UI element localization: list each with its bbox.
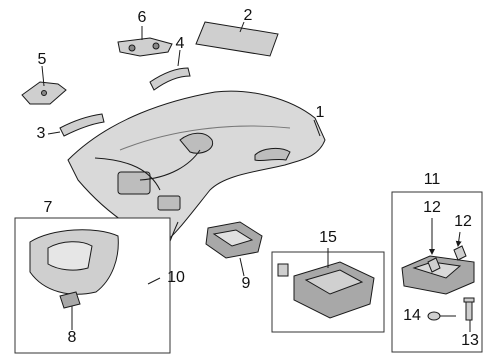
headliner-part: [67, 90, 326, 243]
grip-bracket-part: [21, 81, 67, 105]
callout-13: 13: [461, 332, 479, 349]
callout-5: 5: [37, 51, 47, 68]
roof-bracket-part: [117, 37, 173, 57]
callout-12-right: 12: [454, 213, 472, 230]
sunvisor-part: [29, 229, 119, 295]
lamp-clip-left-part: [427, 257, 441, 273]
callout-2: 2: [243, 7, 253, 24]
leader-lines: [41, 21, 471, 332]
callout-8: 8: [67, 329, 77, 346]
assist-grip-right-part: [149, 67, 191, 91]
callout-6: 6: [137, 9, 147, 26]
lamp-clip-right-part: [453, 245, 467, 261]
visor-holder-part: [59, 291, 81, 309]
overhead-console-part: [277, 261, 375, 319]
room-lamp-part: [205, 221, 263, 259]
callout-11: 11: [423, 171, 441, 188]
sound-pad-part: [195, 21, 279, 57]
assist-grip-left-part: [59, 113, 105, 137]
callout-14: 14: [403, 307, 421, 324]
callout-1: 1: [315, 104, 325, 121]
callout-7: 7: [43, 199, 53, 216]
callout-4: 4: [175, 35, 185, 52]
callout-3: 3: [36, 125, 46, 142]
callout-10: 10: [167, 269, 185, 286]
callout-9: 9: [241, 275, 251, 292]
callout-12-left: 12: [423, 199, 441, 216]
bulb-part: [427, 311, 441, 321]
callout-15: 15: [319, 229, 337, 246]
screw-part: [463, 297, 475, 321]
